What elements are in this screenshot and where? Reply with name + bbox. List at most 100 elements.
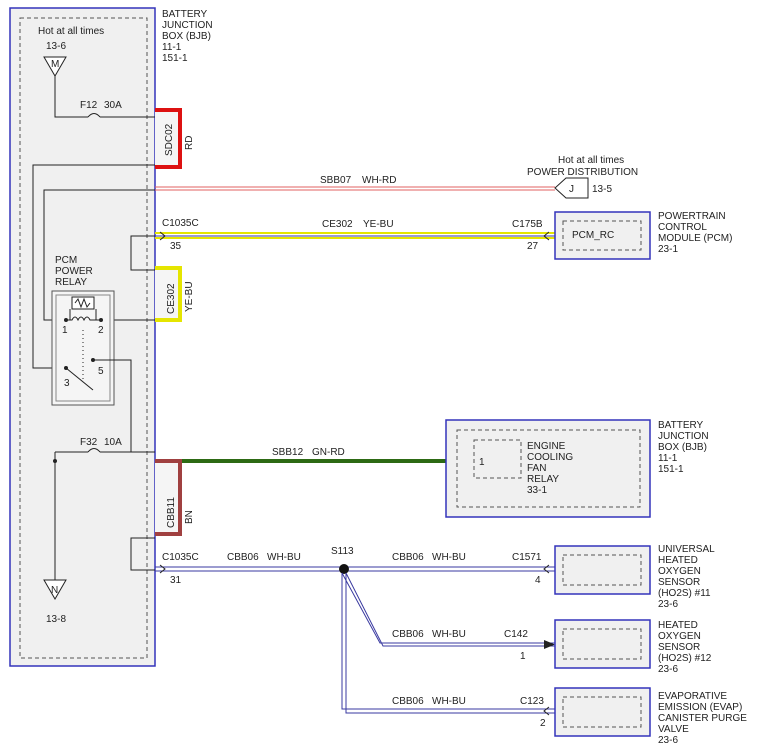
bjb-label-line-2: JUNCTION xyxy=(162,20,213,31)
relay-switch-arm xyxy=(65,367,94,391)
pd-title: POWER DISTRIBUTION xyxy=(527,167,638,178)
evap-box xyxy=(554,687,651,737)
wire-ce302-vertical-code: CE302 xyxy=(166,283,177,314)
connector-m-symbol xyxy=(43,56,67,77)
ecf-relay-pin: 1 xyxy=(479,457,485,468)
pcm-module-label-4: 23-1 xyxy=(658,244,678,255)
relay-box-inner xyxy=(55,294,111,402)
relay-resistor-zigzag xyxy=(74,297,91,309)
wire-ce302-color: YE-BU xyxy=(363,219,394,230)
bjb-label-line-5: 151-1 xyxy=(162,53,188,64)
fuse-f32-name: F32 xyxy=(80,437,98,448)
wire-cbb06-code-1: CBB06 xyxy=(227,552,259,563)
cbb11-internal-wire xyxy=(130,537,155,571)
wire-cbb06-color-4: WH-BU xyxy=(432,696,466,707)
wire-ce302-vertical-color: YE-BU xyxy=(184,281,195,312)
bjb-right-label-3: BOX (BJB) xyxy=(658,442,707,453)
relay-box xyxy=(51,290,115,406)
fuse-f32-rating: 10A xyxy=(104,437,122,448)
fuse-f12-name: F12 xyxy=(80,100,98,111)
evap-inner xyxy=(562,696,642,728)
pd-hot-label: Hot at all times xyxy=(558,155,624,166)
relay-label-3: RELAY xyxy=(55,277,87,288)
fuse-f12-symbol xyxy=(87,113,101,118)
connector-n-symbol xyxy=(43,579,67,600)
ho2s-11-label-6: 23-6 xyxy=(658,599,678,610)
c1035c-top-pin: 35 xyxy=(170,241,182,252)
relay-pin1-label: 1 xyxy=(62,325,68,336)
ecf-relay-label-1: ENGINE xyxy=(527,441,566,452)
splice-s113-label: S113 xyxy=(331,546,354,557)
bjb-label-line-4: 11-1 xyxy=(162,42,182,53)
relay-pin2-label: 2 xyxy=(98,325,104,336)
relay-coil xyxy=(66,316,101,322)
bjb-inner-dashed xyxy=(19,17,148,659)
wire-sdc02 xyxy=(155,108,182,169)
connector-j-ref: 13-5 xyxy=(592,184,612,195)
c1035c-bottom-arrow xyxy=(159,564,166,574)
ecf-relay-label-5: 33-1 xyxy=(527,485,547,496)
evap-label-1: EVAPORATIVE xyxy=(658,691,727,702)
ho2s-12-inner xyxy=(562,628,642,660)
c142-pin: 1 xyxy=(520,651,526,662)
c1035c-top-arrow xyxy=(159,231,166,241)
ecf-relay-label-2: COOLING xyxy=(527,452,573,463)
c175b-arrow xyxy=(543,231,550,241)
relay-pin5-label: 5 xyxy=(98,366,104,377)
c1571-arrow xyxy=(543,564,550,574)
wire-cbb06-code-4: CBB06 xyxy=(392,696,424,707)
c1035c-bottom-pin: 31 xyxy=(170,575,182,586)
relay-label-1: PCM xyxy=(55,255,77,266)
wire-cbb11 xyxy=(155,459,182,536)
splice-s113-dot[interactable] xyxy=(339,564,349,574)
wire-ce302-code: CE302 xyxy=(322,219,353,230)
bjb-right-label-5: 151-1 xyxy=(658,464,684,475)
relay-pin2-dot xyxy=(99,318,103,322)
c123-name: C123 xyxy=(520,696,544,707)
ho2s-12-label-4: (HO2S) #12 xyxy=(658,653,712,664)
connector-m-ref: 13-6 xyxy=(46,41,66,52)
wire-cbb11-code: CBB11 xyxy=(166,497,177,528)
bjb-label-line-3: BOX (BJB) xyxy=(162,31,211,42)
ce302-internal-wire xyxy=(130,235,155,271)
ho2s-11-label-4: SENSOR xyxy=(658,577,700,588)
wire-cbb06-code-3: CBB06 xyxy=(392,629,424,640)
wire-cbb06-branch-c142-a xyxy=(341,572,555,644)
ho2s-12-label-2: OXYGEN xyxy=(658,631,701,642)
evap-label-3: CANISTER PURGE xyxy=(658,713,747,724)
relay-feed-wire xyxy=(32,164,155,369)
c1035c-top-name: C1035C xyxy=(162,218,199,229)
connector-n-ref: 13-8 xyxy=(46,614,66,625)
wire-sbb12-code: SBB12 xyxy=(272,447,304,458)
ho2s-11-box xyxy=(554,545,651,595)
wire-cbb06-color-2: WH-BU xyxy=(432,552,466,563)
connector-m-letter: M xyxy=(51,59,59,70)
ho2s-11-label-1: UNIVERSAL xyxy=(658,544,715,555)
connector-n-letter: N xyxy=(51,585,58,596)
pcm-module-inner xyxy=(562,220,642,251)
wire-sdc02-code: SDC02 xyxy=(164,123,175,156)
relay-label-2: POWER xyxy=(55,266,93,277)
bjb-right-label-1: BATTERY xyxy=(658,420,704,431)
ecf-bjb-inner xyxy=(456,429,641,508)
wire-ce302-block xyxy=(155,266,182,322)
ecf-relay-label-3: FAN xyxy=(527,463,546,474)
evap-label-5: 23-6 xyxy=(658,735,678,746)
relay-pin1-dot xyxy=(64,318,68,322)
wire-sbb07-code: SBB07 xyxy=(320,175,352,186)
wire-cbb06-branch-c123-a xyxy=(341,573,555,710)
pcm-module-label-3: MODULE (PCM) xyxy=(658,233,732,244)
relay-pin3-label: 3 xyxy=(64,378,70,389)
wire-cbb06-code-2: CBB06 xyxy=(392,552,424,563)
f12-feed-wire xyxy=(54,76,88,118)
ho2s-12-box xyxy=(554,619,651,669)
ho2s-12-label-5: 23-6 xyxy=(658,664,678,675)
ho2s-12-label-1: HEATED xyxy=(658,620,698,631)
wire-cbb06-branch-c142-b xyxy=(345,572,555,647)
ho2s-11-label-2: HEATED xyxy=(658,555,698,566)
c175b-name: C175B xyxy=(512,219,543,230)
evap-label-2: EMISSION (EVAP) xyxy=(658,702,742,713)
ho2s-12-label-3: SENSOR xyxy=(658,642,700,653)
bjb-right-label-2: JUNCTION xyxy=(658,431,709,442)
